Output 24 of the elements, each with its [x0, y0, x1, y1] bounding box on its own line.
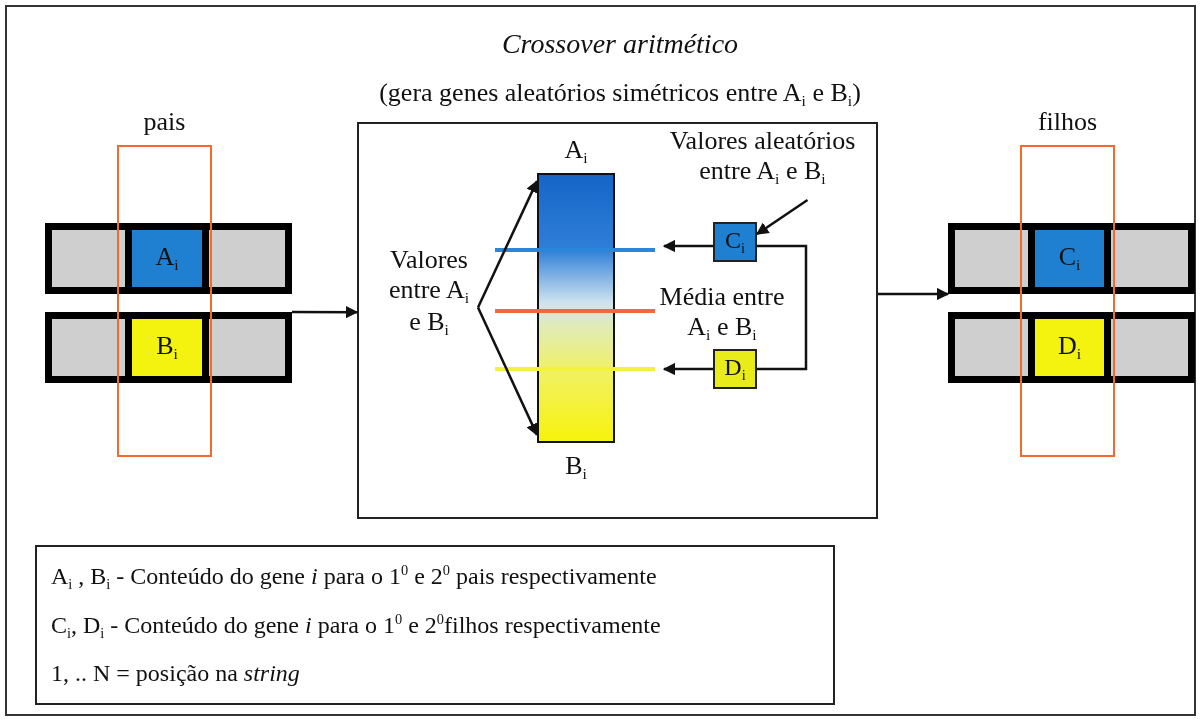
window-heading: pais [142, 107, 187, 137]
annotation-text: Valores aleatórios entre A$_{i}$ e B$_{i}$ [650, 126, 875, 200]
annotation-text: Valores entre A$_{i}$ e B$_{i}$ [380, 245, 478, 370]
arrow [662, 239, 713, 253]
note-text: 1, .. N = posição na string [51, 660, 301, 688]
subtitle: (gera genes aleatórios simétricos entre A$_{i}$ e B$_{i}$) [378, 78, 862, 111]
notes-box [35, 545, 835, 705]
bar-label: B$_{i}$ [564, 450, 588, 483]
bar-label: A$_{i}$ [563, 135, 589, 168]
arrow [292, 305, 359, 319]
connector-line [757, 244, 808, 371]
arrow [755, 198, 809, 236]
value-box: C$_{i}$ [713, 222, 757, 262]
window-heading: filhos [1036, 107, 1099, 137]
value-box: D$_{i}$ [713, 349, 757, 389]
note-text: C$_{i}$, D$_{i}$ - Conteúdo do gene i para o 1$^{0}$ e 2$^{0}$filhos respectivamente [51, 611, 662, 642]
arrow [662, 362, 713, 376]
note-text: A$_{i}$ , B$_{i}$ - Conteúdo do gene i para o 1$^{0}$ e 2$^{0}$ pais respectivamente [51, 562, 658, 593]
annotation-text: Média entre A$_{i}$ e B$_{i}$ [658, 282, 786, 345]
arrow [878, 287, 950, 301]
diagram-title: Crossover aritmético [500, 28, 740, 61]
arrow [476, 306, 539, 437]
arrow [476, 179, 539, 309]
panel-box [357, 122, 878, 519]
